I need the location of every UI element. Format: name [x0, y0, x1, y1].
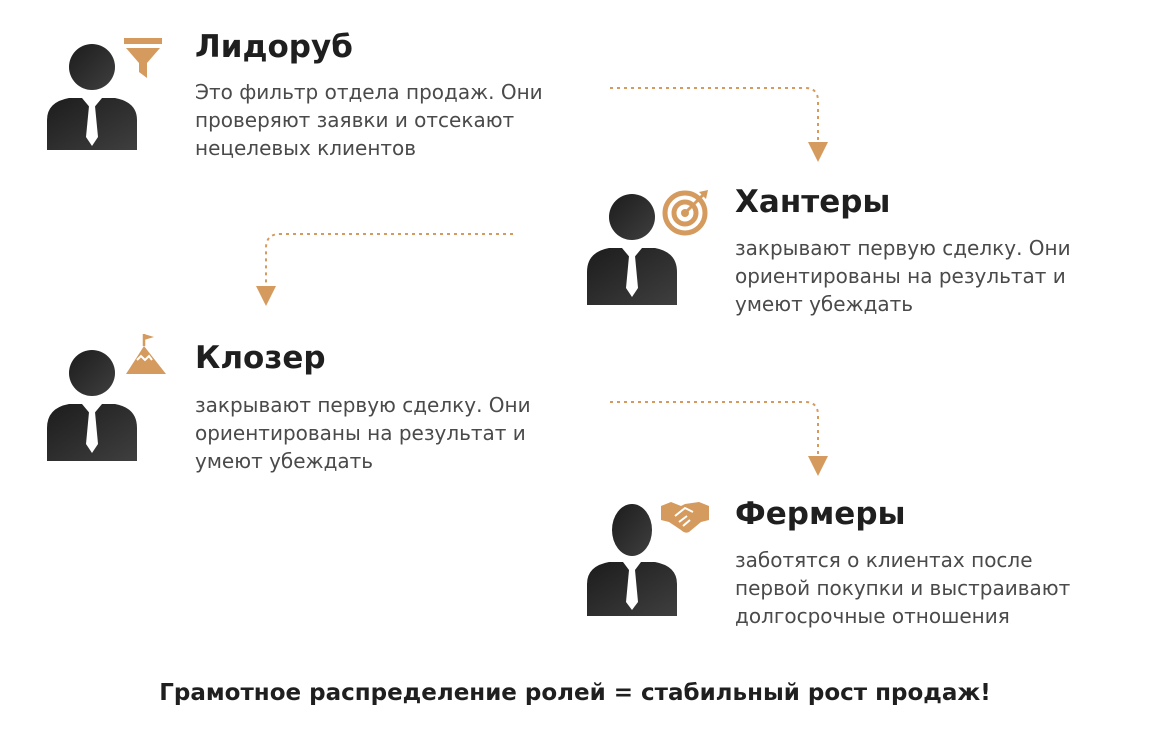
role-description-line: умеют убеждать [735, 292, 914, 316]
handshake-icon [661, 502, 709, 533]
arrow-closer-to-farmers [610, 401, 828, 476]
role-description-line: закрывают первую сделку. Они [735, 236, 1071, 260]
role-title: Хантеры [735, 184, 891, 220]
role-description-line: нецелевых клиентов [195, 136, 417, 160]
role-description-line: проверяют заявки и отсекают [195, 108, 515, 132]
role-title: Клозер [195, 340, 326, 376]
businessman-icon [47, 44, 137, 150]
role-description-line: первой покупки и выстраивают [735, 576, 1071, 600]
role-description-line: долгосрочные отношения [735, 604, 1010, 628]
role-description-line: ориентированы на результат и [735, 264, 1066, 288]
businessman-icon [587, 504, 677, 616]
role-description-line: Это фильтр отдела продаж. Они [195, 80, 543, 104]
role-title: Лидоруб [195, 29, 353, 65]
footer-tagline: Грамотное распределение ролей = стабильн… [159, 680, 991, 706]
target-icon [662, 190, 708, 236]
role-title: Фермеры [735, 496, 906, 532]
mountain-flag-icon [126, 334, 166, 374]
funnel-icon [124, 38, 162, 78]
businessman-icon [47, 350, 137, 461]
role-description-line: умеют убеждать [195, 449, 374, 473]
arrow-lidorub-to-hunters [610, 87, 828, 162]
role-description-line: ориентированы на результат и [195, 421, 526, 445]
role-description-line: заботятся о клиентах после [735, 548, 1033, 572]
arrow-hunters-to-closer [256, 233, 513, 306]
businessman-icon [587, 194, 677, 305]
role-description-line: закрывают первую сделку. Они [195, 393, 531, 417]
